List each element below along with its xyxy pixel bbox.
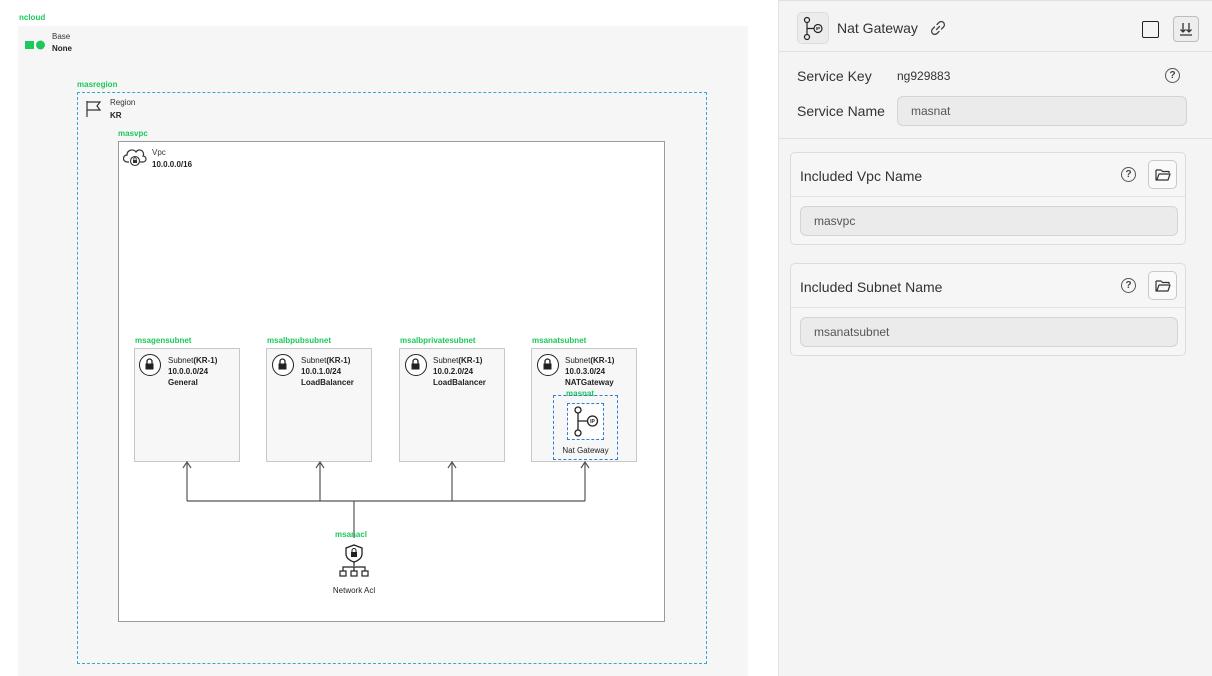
ncloud-label: ncloud	[19, 13, 46, 22]
subnet-type: LoadBalancer	[301, 378, 354, 387]
nat-gateway-icon: IP	[797, 12, 829, 44]
subnet-name: msagensubnet	[135, 336, 192, 345]
region-container[interactable]	[77, 92, 707, 664]
folder-icon	[1154, 279, 1171, 292]
nat-gateway-icon: IP	[567, 403, 604, 440]
subnet-details: Subnet(KR-1) 10.0.1.0/24 LoadBalancer	[301, 355, 354, 388]
diagram-canvas[interactable]: ncloud Base None masregion Region KR mas…	[0, 0, 776, 676]
vpc-label: Vpc	[152, 148, 166, 157]
link-icon[interactable]	[930, 20, 946, 41]
folder-button[interactable]	[1148, 271, 1177, 300]
base-icon	[25, 37, 47, 55]
help-icon[interactable]: ?	[1165, 68, 1180, 83]
card-label: Included Vpc Name	[800, 168, 923, 184]
lock-icon	[139, 354, 161, 376]
panel-header: IP Nat Gateway	[779, 0, 1212, 52]
service-key-label: Service Key	[797, 68, 872, 84]
acl-name: msanacl	[335, 530, 368, 539]
lock-icon	[272, 354, 294, 376]
vpc-name: masvpc	[118, 129, 148, 138]
card-label: Included Subnet Name	[800, 279, 943, 295]
region-label: Region	[110, 98, 136, 107]
nat-name: masnat	[566, 389, 595, 398]
card-header: Included Subnet Name ?	[791, 264, 1185, 308]
subnet-type: LoadBalancer	[433, 378, 486, 387]
cloud-lock-icon	[122, 147, 147, 172]
subnet-zone: (KR-1)	[458, 356, 483, 365]
dock-icon	[1180, 23, 1192, 36]
flag-icon	[84, 99, 104, 124]
acl-label: Network Acl	[332, 586, 376, 595]
lock-icon	[537, 354, 559, 376]
included-subnet-input[interactable]: msanatsubnet	[800, 317, 1178, 347]
service-name-input[interactable]: masnat	[897, 96, 1187, 126]
subnet-label: Subnet	[168, 356, 194, 365]
network-acl-icon[interactable]	[338, 543, 370, 584]
maximize-button[interactable]	[1142, 21, 1159, 38]
subnet-type: General	[168, 378, 198, 387]
subnet-zone: (KR-1)	[590, 356, 615, 365]
subnet-name: msanatsubnet	[532, 336, 587, 345]
base-value: None	[52, 44, 72, 53]
svg-text:IP: IP	[590, 419, 595, 425]
vpc-cidr: 10.0.0.0/16	[152, 160, 193, 169]
subnet-label: Subnet	[565, 356, 591, 365]
panel-title: Nat Gateway	[837, 20, 918, 36]
subnet-name: msalbprivatesubnet	[400, 336, 476, 345]
folder-icon	[1154, 168, 1171, 181]
card-header: Included Vpc Name ?	[791, 153, 1185, 197]
nat-node[interactable]	[553, 395, 618, 460]
subnet-cidr: 10.0.3.0/24	[565, 367, 606, 376]
subnet-details: Subnet(KR-1) 10.0.0.0/24 General	[168, 355, 217, 388]
service-key-value: ng929883	[897, 69, 951, 83]
lock-icon	[405, 354, 427, 376]
subnet-cidr: 10.0.2.0/24	[433, 367, 474, 376]
base-label: Base	[52, 32, 71, 41]
nat-label: Nat Gateway	[562, 446, 609, 455]
subnet-cidr: 10.0.1.0/24	[301, 367, 342, 376]
subnet-details: Subnet(KR-1) 10.0.3.0/24 NATGateway	[565, 355, 614, 388]
included-subnet-card: Included Subnet Name ? msanatsubnet	[790, 263, 1186, 356]
included-vpc-card: Included Vpc Name ? masvpc	[790, 152, 1186, 245]
subnet-details: Subnet(KR-1) 10.0.2.0/24 LoadBalancer	[433, 355, 486, 388]
subnet-type: NATGateway	[565, 378, 614, 387]
subnet-label: Subnet	[301, 356, 327, 365]
subnet-zone: (KR-1)	[193, 356, 218, 365]
dock-button[interactable]	[1173, 16, 1199, 42]
region-name: masregion	[77, 80, 118, 89]
subnet-zone: (KR-1)	[326, 356, 351, 365]
connections	[182, 460, 590, 538]
properties-panel: IP Nat Gateway Service Key ng929883 ? Se…	[778, 0, 1212, 676]
svg-text:IP: IP	[816, 26, 820, 31]
service-name-label: Service Name	[797, 103, 885, 119]
region-value: KR	[110, 111, 122, 120]
subnet-cidr: 10.0.0.0/24	[168, 367, 209, 376]
help-icon[interactable]: ?	[1121, 278, 1136, 293]
subnet-name: msalbpubsubnet	[267, 336, 332, 345]
subnet-label: Subnet	[433, 356, 459, 365]
divider	[779, 138, 1212, 139]
folder-button[interactable]	[1148, 160, 1177, 189]
help-icon[interactable]: ?	[1121, 167, 1136, 182]
included-vpc-input[interactable]: masvpc	[800, 206, 1178, 236]
